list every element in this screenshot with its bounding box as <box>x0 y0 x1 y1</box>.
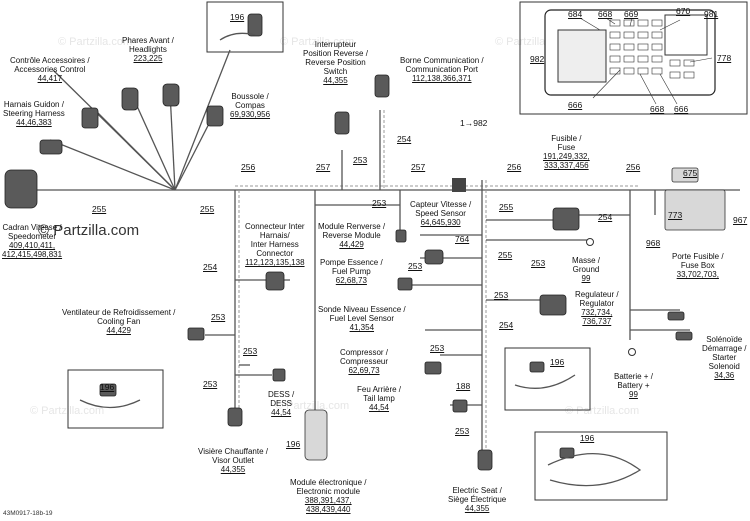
wire-number: 196 <box>230 12 245 22</box>
wire-number: 255 <box>499 202 514 212</box>
wire-number: 188 <box>456 381 471 391</box>
wire-number: 255 <box>498 250 513 260</box>
wire-number: 675 <box>683 168 698 178</box>
fuse-detail-number: 666 <box>568 100 583 110</box>
wire-number: 256 <box>241 162 256 172</box>
wire-number: 257 <box>316 162 331 172</box>
inset-frame-fuse-detail <box>519 1 748 115</box>
inset-frame-seat <box>534 431 668 501</box>
wire-number: 253 <box>531 258 546 268</box>
wire-number: 967 <box>733 215 748 225</box>
wire-number: 196 <box>580 433 595 443</box>
inset-frame-cooling <box>67 369 164 429</box>
inset-frame-tail <box>504 347 591 411</box>
wire-number: 196 <box>100 382 115 392</box>
wire-number: 256 <box>507 162 522 172</box>
wire-number: 253 <box>211 312 226 322</box>
wire-number: 253 <box>372 198 387 208</box>
label-battery: Batterie + /Battery +99 <box>614 372 653 399</box>
wire-number: 253 <box>353 155 368 165</box>
connector-shapes <box>4 13 726 487</box>
wire-number: 253 <box>243 346 258 356</box>
fuse-detail-number: 669 <box>624 9 639 19</box>
fuse-detail-number: 668 <box>650 104 665 114</box>
fuse-detail-number: 668 <box>598 9 613 19</box>
wire-number: 968 <box>646 238 661 248</box>
label-accessories-control: Contrôle Accessoires /Accessories Contro… <box>10 56 90 83</box>
fuse-detail-number: 981 <box>704 9 719 19</box>
wire-number: 253 <box>430 343 445 353</box>
label-cooling-fan: Ventilateur de Refroidissement /Cooling … <box>62 308 176 335</box>
watermark: © Partzilla.com <box>58 36 133 48</box>
wire-number: 255 <box>92 204 107 214</box>
wire-number: 255 <box>200 204 215 214</box>
watermark-brand: © Partzilla.com <box>38 222 140 239</box>
wire-number: 253 <box>494 290 509 300</box>
wire-number: 254 <box>598 212 613 222</box>
wire-number: 764 <box>455 234 470 244</box>
wire-number: 196 <box>286 439 301 449</box>
fuse-detail-number: 778 <box>717 53 732 63</box>
wire-number: 257 <box>411 162 426 172</box>
fuse-detail-number: 982 <box>530 54 545 64</box>
inset-frame-headlight <box>206 1 284 53</box>
wire-number: 254 <box>203 262 218 272</box>
fuse-detail-number: 670 <box>676 6 691 16</box>
wire-number: 254 <box>397 134 412 144</box>
fuse-detail-number: 666 <box>674 104 689 114</box>
wire-number: 256 <box>626 162 641 172</box>
fuse-detail-number: 684 <box>568 9 583 19</box>
diagram-reference-code: 43M0917-18b-19 <box>3 510 53 517</box>
reference-arrow: 1→982 <box>460 118 488 128</box>
wire-number: 773 <box>668 210 683 220</box>
watermark: © Partzilla.com <box>280 36 355 48</box>
wire-number: 253 <box>203 379 218 389</box>
watermark: © Partzilla.com <box>30 405 105 417</box>
watermark: © Partzilla.com <box>275 400 350 412</box>
wire-number: 196 <box>550 357 565 367</box>
wire-number: 254 <box>499 320 514 330</box>
watermark: © Partzilla.com <box>565 405 640 417</box>
wire-number: 253 <box>455 426 470 436</box>
wire-number: 253 <box>408 261 423 271</box>
